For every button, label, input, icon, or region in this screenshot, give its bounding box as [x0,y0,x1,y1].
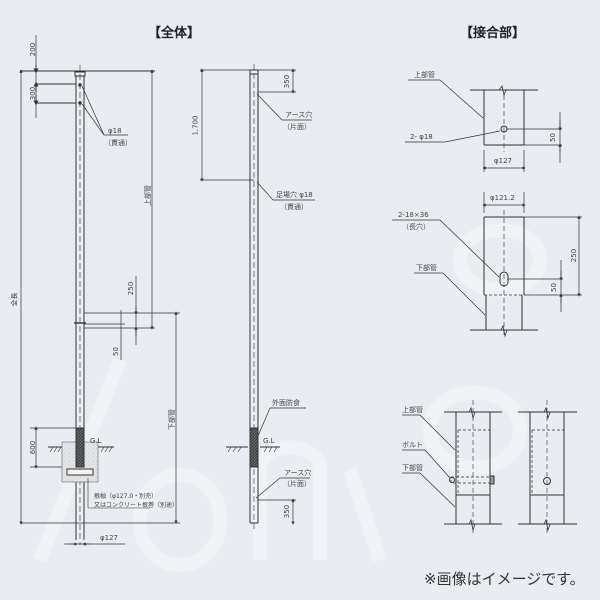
joint-title: 【接合部】 [460,26,526,41]
image-disclaimer: ※画像はイメージです。 [424,570,585,588]
total-length-label: 全長 [10,292,19,307]
hole-through-note: （貫通） [104,139,132,147]
dim-350-top: 350 [283,74,292,89]
pipe-diameter-label: φ127 [100,534,118,542]
dim-top-200: 200 [29,42,38,57]
base-note-1: 根枷（φ127.0・別売） [94,493,158,500]
dim-350-bottom: 350 [283,504,292,519]
upper-pipe-label: 上部管 [144,185,152,206]
base-note-2: 又はコンクリート根巻（別途） [94,502,179,509]
dim-600: 600 [29,440,38,455]
earth-hole-label-2: アース穴 [284,469,312,477]
joint-assembly-diagram [402,400,577,535]
ground-level-label-2: G.L [263,437,275,445]
assembly-upper-label: 上部管 [402,406,423,414]
overall-title: 【全体】 [148,26,201,41]
dim-1700: 1,700 [191,115,200,136]
ground-level-label: G.L [90,437,102,445]
slot-label: 2-18×36 [398,211,429,219]
dim-250: 250 [127,281,136,296]
joint-upper-diameter: φ127 [494,157,512,165]
assembly-bolt-label: ボルト [402,441,423,449]
joint-upper-pipe-label: 上部管 [414,71,435,79]
slot-note: （長穴） [402,223,430,231]
joint-lower-pipe-label: 下部管 [416,264,437,272]
corrosion-label: 外面防食 [272,399,300,407]
dim-hole-spacing-300: 300 [29,86,38,101]
overall-view-1 [19,35,180,546]
watermark [33,223,548,572]
earth-hole-label: アース穴 [285,111,313,119]
step-hole-note: （貫通） [280,203,308,211]
earth-hole-note: （片面） [283,123,311,131]
assembly-lower-label: 下部管 [402,464,423,472]
overall-view-2 [200,64,315,530]
joint-hole-label: 2- φ18 [410,133,433,141]
joint-upper-dim-50: 50 [548,133,557,142]
lower-pipe-label: 下部管 [168,409,176,430]
joint-lower-dim-250: 250 [570,248,579,263]
joint-lower-dim-50: 50 [549,283,558,292]
joint-lower-diameter: φ121.2 [490,194,515,202]
joint-upper-diagram [405,79,562,172]
hole-diameter-label: φ18 [108,127,122,135]
joint-lower-diagram [392,192,582,338]
earth-hole-note-2: （片面） [283,480,311,488]
dim-50: 50 [111,347,120,356]
step-hole-label: 足場穴 φ18 [276,191,313,199]
